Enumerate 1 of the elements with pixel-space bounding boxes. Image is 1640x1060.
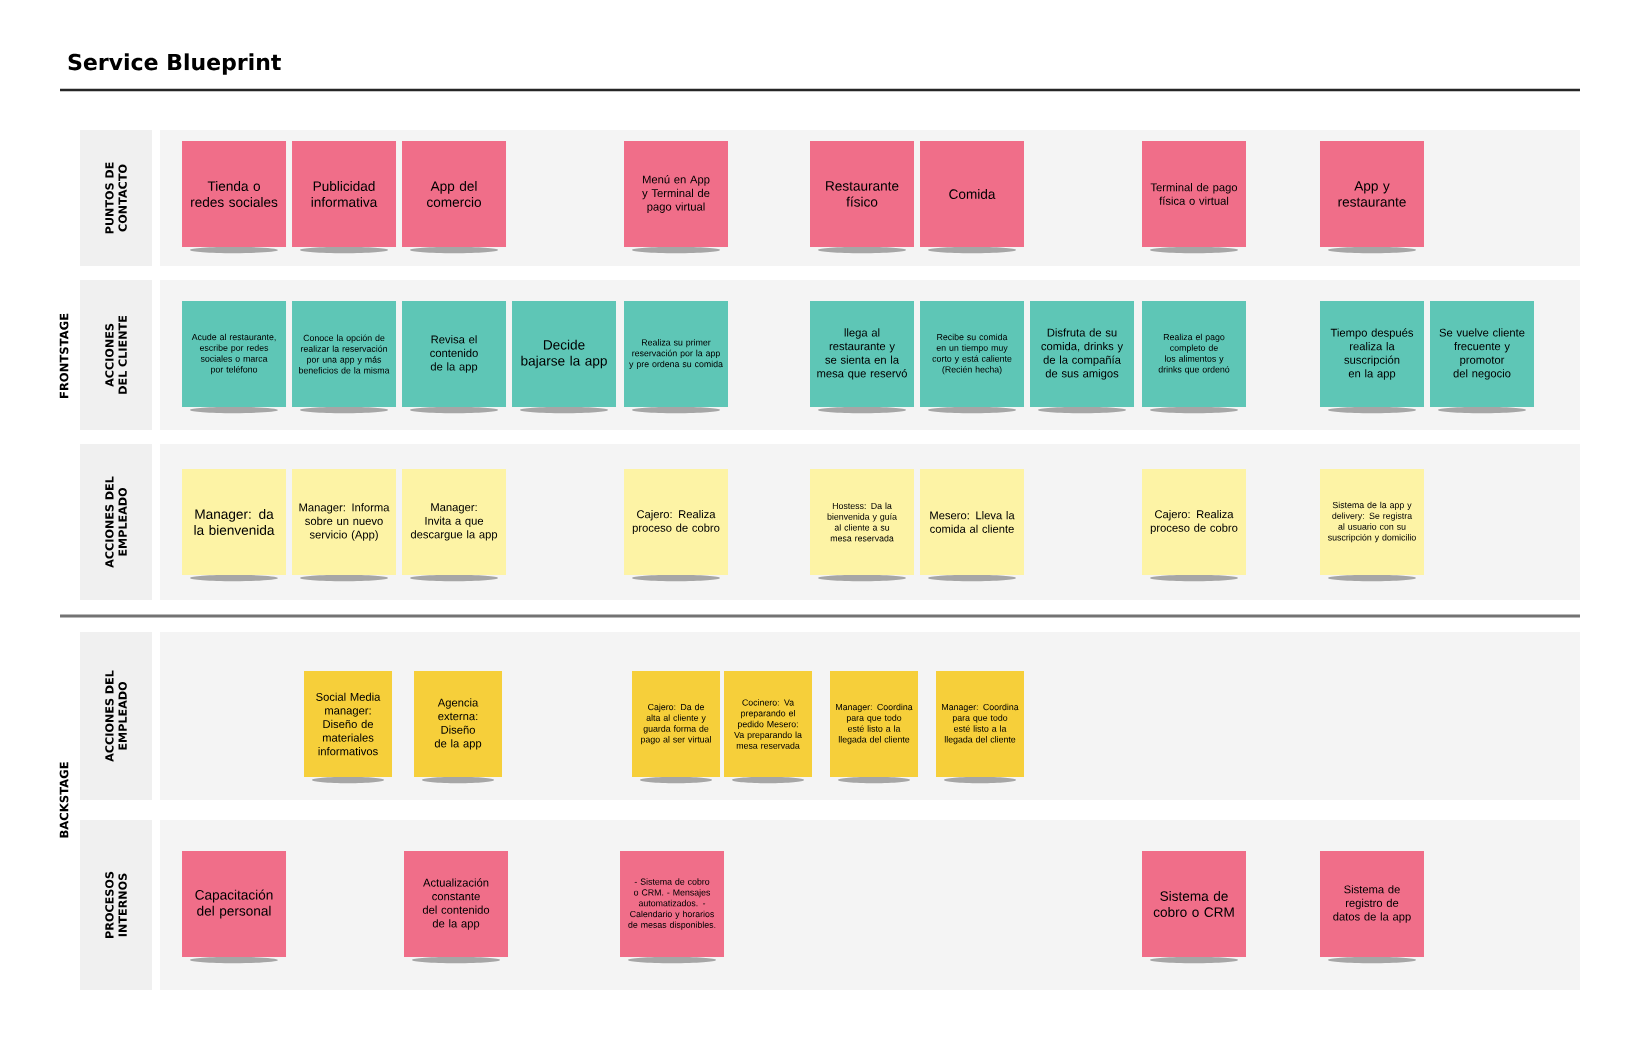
title: Service Blueprint [68,53,281,75]
